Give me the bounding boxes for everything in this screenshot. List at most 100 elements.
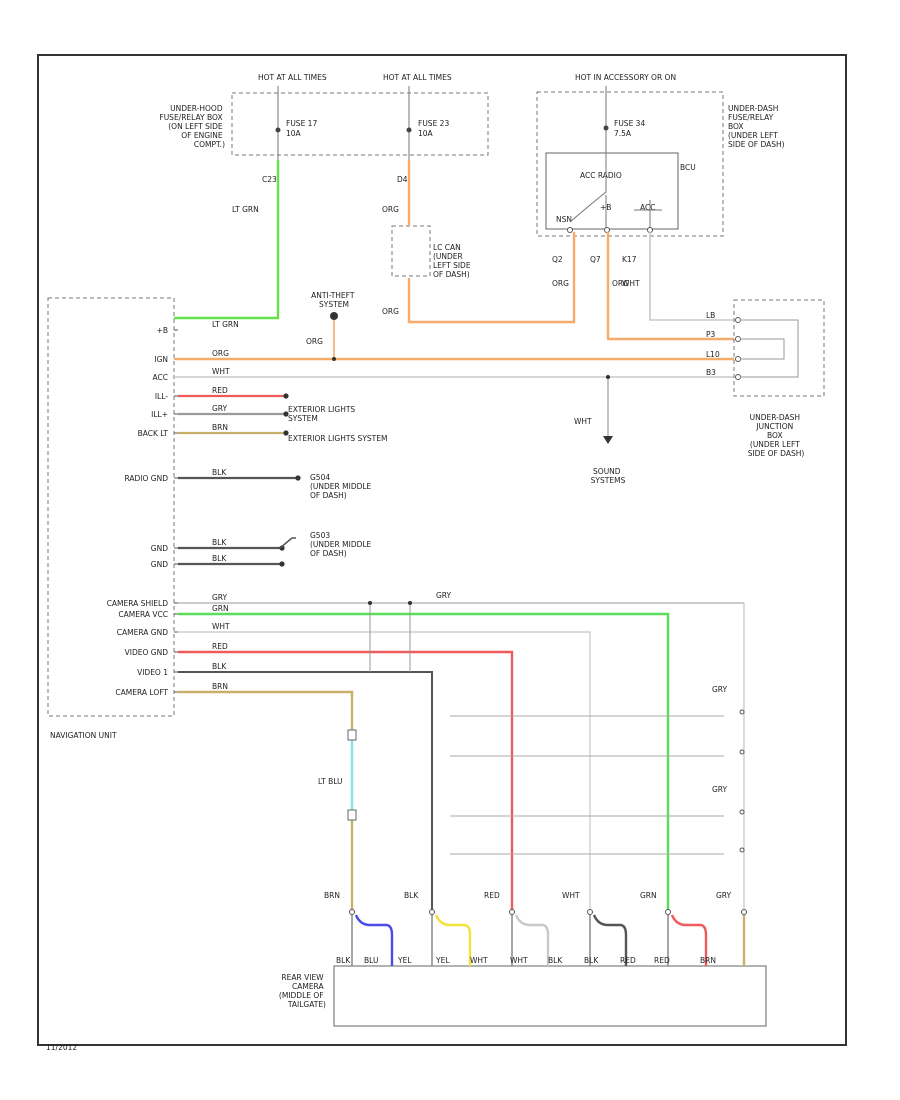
rear-view-camera-label: REAR VIEW CAMERA (MIDDLE OF TAILGATE): [279, 973, 326, 1009]
jb-pin: [735, 356, 741, 362]
fuse-17-symbol: [275, 127, 281, 133]
fuse-34-symbol: [603, 125, 609, 131]
k17-label: K17: [622, 255, 637, 264]
shield-terminal: [739, 709, 745, 715]
shield-terminal: [739, 749, 745, 755]
nav-pin-label: CAMERA SHIELD: [107, 599, 169, 608]
nav-pin-label: CAMERA LOFT: [115, 688, 168, 697]
wht-label: WHT: [622, 279, 640, 288]
cam-bottom-label: WHT: [470, 956, 488, 965]
rear-view-camera: [333, 965, 767, 1027]
lt-blu-label: LT BLU: [318, 777, 343, 786]
underhood-fuse-box: [231, 92, 489, 156]
nav-pin-label: GND: [151, 544, 168, 553]
cam-bottom-label: YEL: [435, 956, 450, 965]
d4-label: D4: [397, 175, 408, 184]
bcu-label: BCU: [680, 163, 696, 172]
cam-bottom-label: WHT: [510, 956, 528, 965]
jb-pin-label: B3: [706, 368, 716, 377]
cam-shield-loop: [434, 914, 472, 966]
underdash-box-label: UNDER-DASH FUSE/RELAY BOX (UNDER LEFT SI…: [728, 104, 785, 149]
camera-bus: [178, 601, 745, 912]
q7-label: Q7: [590, 255, 601, 264]
cam-bottom-label: BLK: [336, 956, 351, 965]
cam-terminal: [587, 909, 593, 915]
cam-bottom-label: BLU: [364, 956, 378, 965]
hot-label-3: HOT IN ACCESSORY OR ON: [575, 73, 676, 82]
exterior-lights-label-2: EXTERIOR LIGHTS SYSTEM: [288, 434, 387, 443]
inline-connector: [347, 809, 357, 821]
nav-wire-color: BLK: [212, 662, 227, 671]
nav-wire-color: WHT: [212, 367, 230, 376]
nav-wire-color: RED: [212, 642, 228, 651]
nav-wire-color: RED: [212, 386, 228, 395]
nav-wire-color: BRN: [212, 682, 228, 691]
nav-wire-color: BRN: [212, 423, 228, 432]
wht-label-sound: WHT: [574, 417, 592, 426]
nav-pin-label: CAMERA VCC: [118, 610, 168, 619]
cam-shield-loop: [592, 914, 628, 966]
nav-pin-label: +B: [157, 326, 168, 335]
fuse-17-label: FUSE 17: [286, 119, 317, 128]
acc-radio-label: ACC RADIO: [580, 171, 622, 180]
cam-top-label: RED: [484, 891, 500, 900]
jb-pin-label: LB: [706, 311, 715, 320]
cam-shield-loop: [670, 914, 708, 966]
hot-label-2: HOT AT ALL TIMES: [383, 73, 452, 82]
cam-shield-loop: [354, 914, 394, 966]
cam-terminal: [509, 909, 515, 915]
org-label-5: ORG: [306, 337, 323, 346]
navigation-unit: [47, 297, 175, 717]
wire-org-q7: [606, 232, 734, 341]
nav-pin-label: RADIO GND: [124, 474, 168, 483]
cam-terminal: [665, 909, 671, 915]
cam-top-label: WHT: [562, 891, 580, 900]
nav-wire-color: WHT: [212, 622, 230, 631]
q2-label: Q2: [552, 255, 563, 264]
jb-pin: [735, 374, 741, 380]
nav-wire-color: BLK: [212, 538, 227, 547]
junction-box-label: UNDER-DASH JUNCTION BOX (UNDER LEFT SIDE…: [748, 413, 805, 458]
jb-pin: [735, 317, 741, 323]
jb-pin-label: L10: [706, 350, 720, 359]
inline-connector: [347, 729, 357, 741]
pin-nsn: NSN: [556, 215, 572, 224]
fuse-34-amp: 7.5A: [614, 129, 632, 138]
wire-lt-grn-top: [174, 160, 280, 320]
cam-bottom-label: YEL: [397, 956, 412, 965]
nav-wire-color: LT GRN: [212, 320, 239, 329]
cam-bottom-label: BLK: [548, 956, 563, 965]
lc-can-connector: [391, 225, 431, 277]
nav-pin-label: ILL+: [151, 410, 168, 419]
cam-shield-loop: [514, 914, 550, 966]
nav-wire-color: GRN: [212, 604, 229, 613]
nav-pin-label: GND: [151, 560, 168, 569]
lt-grn-label: LT GRN: [232, 205, 259, 214]
nav-pin-label: VIDEO 1: [137, 668, 168, 677]
wire-org-q2: [407, 232, 576, 324]
hot-label-1: HOT AT ALL TIMES: [258, 73, 327, 82]
lc-can-label: LC CAN (UNDER LEFT SIDE OF DASH): [433, 243, 473, 279]
fuse-23-symbol: [406, 127, 412, 133]
fuse-23-amp: 10A: [418, 129, 434, 138]
wire-brn-loft: [178, 690, 354, 735]
org-label-2: ORG: [382, 307, 399, 316]
shield-terminal: [739, 809, 745, 815]
anti-theft-connector: [330, 312, 338, 320]
fuse-17-amp: 10A: [286, 129, 302, 138]
nav-pin-label: ILL-: [155, 392, 168, 401]
anti-theft-label: ANTI-THEFT SYSTEM: [311, 291, 357, 309]
cam-terminal: [429, 909, 435, 915]
acc-radio-relay: [545, 152, 679, 230]
cam-top-label: GRY: [716, 891, 732, 900]
bus-splice: [408, 601, 412, 605]
wire-end-dot: [279, 561, 285, 567]
fuse-34-label: FUSE 34: [614, 119, 645, 128]
nav-pin-label: BACK LT: [138, 429, 169, 438]
org-label: ORG: [382, 205, 399, 214]
navigation-unit-label: NAVIGATION UNIT: [50, 731, 117, 740]
cam-top-label: BLK: [404, 891, 419, 900]
